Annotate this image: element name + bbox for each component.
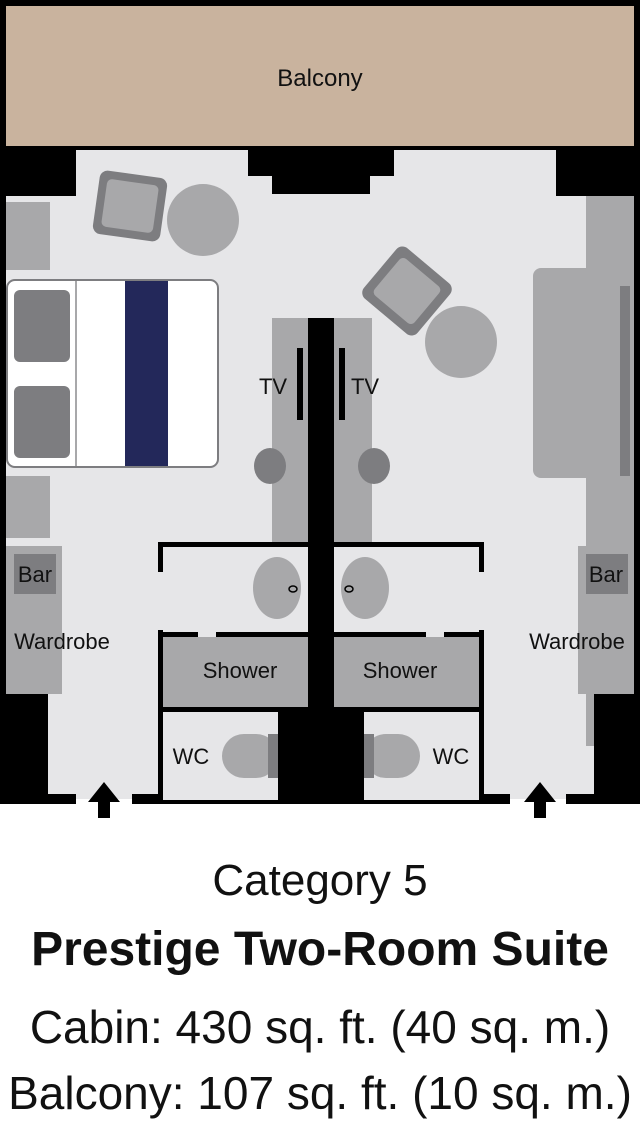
cabin-size: Cabin: 430 sq. ft. (40 sq. m.) <box>29 1001 611 1053</box>
bath-wall <box>158 632 198 637</box>
wall-block <box>594 694 634 804</box>
sofa-back <box>620 286 630 476</box>
pillow <box>14 290 70 362</box>
door-jamb <box>484 794 510 804</box>
armchair-seat <box>101 179 159 233</box>
bottom-wall-gap <box>0 804 640 820</box>
bar-counter <box>586 554 628 594</box>
shower-label: Shower <box>203 658 278 683</box>
side-table <box>167 184 239 256</box>
wall-block <box>556 146 634 196</box>
bath-wall <box>479 542 484 572</box>
bath-wall <box>444 632 484 637</box>
bar-counter <box>14 554 56 594</box>
door-jamb <box>132 794 158 804</box>
tv-screen <box>297 348 303 420</box>
bath-wall <box>334 542 484 547</box>
tv-screen <box>339 348 345 420</box>
wc-label: WC <box>433 744 470 769</box>
desk-stool <box>254 448 286 484</box>
wardrobe-label: Wardrobe <box>14 629 110 654</box>
bath-wall <box>216 632 308 637</box>
toilet <box>222 734 278 778</box>
bath-wall <box>334 632 426 637</box>
bottom-wall <box>0 800 640 806</box>
balcony-area <box>6 6 634 146</box>
drain <box>288 585 298 593</box>
suite-name: Prestige Two-Room Suite <box>31 923 609 976</box>
entry-arrow-icon <box>88 782 120 818</box>
bath-wall <box>163 707 308 712</box>
bath-wall <box>158 630 163 802</box>
shower-area <box>163 637 308 707</box>
sink <box>253 557 301 619</box>
shower-area <box>334 637 479 707</box>
sofa-seat <box>533 268 625 478</box>
bath-wall <box>334 707 479 712</box>
toilet-tank <box>364 734 374 778</box>
bath-wall <box>158 542 308 547</box>
tv-label: TV <box>259 374 287 399</box>
bath-wall <box>158 542 163 572</box>
category-label: Category 5 <box>212 856 428 905</box>
sink <box>341 557 389 619</box>
nightstand <box>6 202 50 270</box>
balcony-size: Balcony: 107 sq. ft. (10 sq. m.) <box>8 1067 632 1119</box>
bed-stripe <box>125 281 168 466</box>
suite-floorplan: Balcony TV TV Bar Bar Wardrobe Wardrobe … <box>0 0 640 820</box>
door-jamb <box>48 794 76 804</box>
toilet <box>364 734 420 778</box>
balcony-label: Balcony <box>277 65 362 92</box>
wall-block <box>272 146 370 194</box>
wc-label: WC <box>173 744 210 769</box>
nightstand <box>6 476 50 538</box>
door-jamb <box>566 794 594 804</box>
drain <box>344 585 354 593</box>
wall-block <box>6 694 48 804</box>
armchair-seat <box>373 257 441 325</box>
toilet-tank <box>268 734 278 778</box>
pillow <box>14 386 70 458</box>
entry-arrow-icon <box>524 782 556 818</box>
bath-wall <box>278 707 364 802</box>
bath-wall <box>479 630 484 802</box>
bar-label: Bar <box>18 562 52 587</box>
bar-label: Bar <box>589 562 623 587</box>
wall-block <box>6 146 76 196</box>
desk-stool <box>358 448 390 484</box>
side-table <box>425 306 497 378</box>
wardrobe-label: Wardrobe <box>529 629 625 654</box>
shower-label: Shower <box>363 658 438 683</box>
tv-label: TV <box>351 374 379 399</box>
